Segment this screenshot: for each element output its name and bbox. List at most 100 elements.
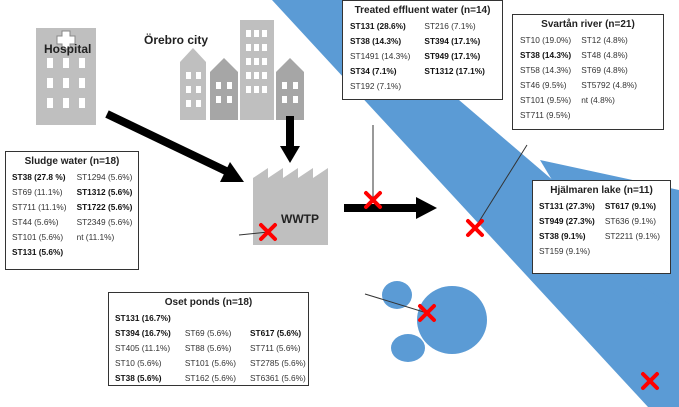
medical-cross-icon bbox=[56, 30, 76, 50]
st-row: ST101 (9.5%) nt (4.8%) bbox=[520, 95, 647, 110]
st-entry: ST48 (4.8%) bbox=[581, 50, 628, 60]
st-row: ST394 (16.7%) ST69 (5.6%) ST617 (5.6%) bbox=[115, 328, 320, 343]
st-row: ST46 (9.5%) ST5792 (4.8%) bbox=[520, 80, 647, 95]
sludge-info-box: Sludge water (n=18) ST38 (27.8 %) ST1294 … bbox=[5, 151, 139, 270]
sampling-marker-effluent bbox=[364, 191, 382, 209]
wwtp-label: WWTP bbox=[281, 212, 319, 226]
oset-title: Oset ponds (n=18) bbox=[164, 297, 253, 308]
effluent-info-box: Treated effluent water (n=14) ST131 (28.… bbox=[342, 0, 503, 100]
sludge-title: Sludge water (n=18) bbox=[24, 156, 120, 167]
st-row: ST131 (28.6%) ST216 (7.1%) bbox=[350, 21, 499, 36]
effluent-title: Treated effluent water (n=14) bbox=[354, 5, 491, 16]
st-entry: ST58 (14.3%) bbox=[520, 65, 572, 75]
st-row: ST10 (5.6%) ST101 (5.6%) ST2785 (5.6%) bbox=[115, 358, 320, 373]
st-row: ST38 (5.6%)ST162 (5.6%)ST6361 (5.6%) bbox=[115, 373, 320, 388]
svartan-title: Svartån river (n=21) bbox=[541, 19, 635, 30]
st-entry: ST101 (9.5%) bbox=[520, 95, 572, 105]
sampling-marker-svartan bbox=[466, 219, 484, 237]
st-entry: ST159 (9.1%) bbox=[539, 246, 591, 256]
sampling-marker-oset bbox=[418, 304, 436, 322]
st-entry: ST38 (9.1%) bbox=[539, 231, 586, 241]
effluent-st-table: ST131 (28.6%)ST216 (7.1%)ST38 (14.3%)ST3… bbox=[350, 21, 499, 96]
st-entry: ST192 (7.1%) bbox=[350, 81, 402, 91]
st-entry: ST101 (5.6%) bbox=[12, 232, 64, 242]
st-entry bbox=[77, 247, 143, 262]
st-entry: nt (4.8%) bbox=[581, 95, 615, 105]
st-entry: ST38 (5.6%) bbox=[115, 373, 162, 383]
st-entry: ST617 (9.1%) bbox=[604, 201, 656, 211]
sampling-marker-hjalmaren bbox=[641, 372, 659, 390]
hjalmaren-st-table: ST131 (27.3%)ST617 (9.1%)ST949 (27.3%)ST… bbox=[539, 201, 670, 261]
st-entry: ST46 (9.5%) bbox=[520, 80, 567, 90]
st-entry: ST10 (5.6%) bbox=[115, 358, 162, 368]
st-row: ST159 (9.1%) bbox=[539, 246, 670, 261]
st-entry: ST69 (4.8%) bbox=[581, 65, 628, 75]
st-entry: ST10 (19.0%) bbox=[520, 35, 572, 45]
st-row: ST711 (11.1%) ST1722 (5.6%) bbox=[12, 202, 142, 217]
hospital-building bbox=[36, 28, 96, 125]
svartan-st-table: ST10 (19.0%) ST12 (4.8%) ST38 (14.3%) ST48 … bbox=[520, 35, 647, 125]
st-entry: ST131 (16.7%) bbox=[115, 313, 171, 323]
st-entry: ST394 (16.7%) bbox=[115, 328, 171, 338]
st-entry: ST949 (17.1%) bbox=[424, 51, 481, 61]
st-entry: ST617 (5.6%) bbox=[250, 328, 302, 338]
hjalmaren-info-box: Hjälmaren lake (n=11) ST131 (27.3%)ST617… bbox=[532, 180, 671, 274]
st-entry: ST405 (11.1%) bbox=[115, 343, 171, 353]
svartan-info-box: Svartån river (n=21) ST10 (19.0%) ST12 (4… bbox=[512, 14, 664, 130]
st-row: ST131 (16.7%) bbox=[115, 313, 320, 328]
st-entry bbox=[185, 313, 250, 328]
st-entry: ST101 (5.6%) bbox=[184, 358, 236, 368]
st-row: ST38 (14.3%)ST394 (17.1%) bbox=[350, 36, 499, 51]
st-entry: ST2349 (5.6%) bbox=[76, 217, 133, 227]
st-row: ST58 (14.3%) ST69 (4.8%) bbox=[520, 65, 647, 80]
st-entry: ST131 (28.6%) bbox=[350, 21, 406, 31]
st-entry: ST69 (5.6%) bbox=[184, 328, 232, 338]
st-entry: ST1491 (14.3%) bbox=[350, 51, 411, 61]
st-entry: ST711 (11.1%) bbox=[12, 202, 67, 212]
st-entry bbox=[605, 246, 670, 261]
st-row: ST38 (27.8 %) ST1294 (5.6%) bbox=[12, 172, 142, 187]
st-entry: ST216 (7.1%) bbox=[424, 21, 476, 31]
leader-lines bbox=[238, 125, 528, 314]
st-entry: ST1294 (5.6%) bbox=[76, 172, 133, 182]
st-row: ST38 (9.1%) ST2211 (9.1%) bbox=[539, 231, 670, 246]
st-entry: ST34 (7.1%) bbox=[350, 66, 397, 76]
hospital-label: Hospital bbox=[44, 42, 92, 56]
st-entry: ST2785 (5.6%) bbox=[250, 358, 306, 368]
st-row: ST131 (5.6%) bbox=[12, 247, 142, 262]
oset-info-box: Oset ponds (n=18) ST131 (16.7%) ST394 (16… bbox=[108, 292, 309, 386]
river bbox=[272, 0, 679, 407]
city-label: Örebro city bbox=[144, 33, 209, 47]
st-entry: ST1312 (5.6%) bbox=[76, 187, 133, 197]
st-entry: ST88 (5.6%) bbox=[184, 343, 232, 353]
st-entry bbox=[424, 81, 498, 96]
st-entry: ST1312 (17.1%) bbox=[424, 66, 485, 76]
st-row: ST10 (19.0%) ST12 (4.8%) bbox=[520, 35, 647, 50]
sludge-st-table: ST38 (27.8 %)ST1294 (5.6%)ST69 (11.1%)ST… bbox=[12, 172, 142, 262]
sampling-marker-sludge bbox=[259, 223, 277, 241]
st-entry: ST711 (9.5%) bbox=[520, 110, 571, 120]
st-entry: ST1722 (5.6%) bbox=[76, 202, 133, 212]
pond bbox=[382, 281, 412, 309]
st-entry: ST949 (27.3%) bbox=[539, 216, 595, 226]
st-entry: ST38 (27.8 %) bbox=[12, 172, 66, 182]
st-row: ST34 (7.1%) ST1312 (17.1%) bbox=[350, 66, 499, 81]
st-entry: ST711 (5.6%) bbox=[250, 343, 301, 353]
st-entry: ST2211 (9.1%) bbox=[604, 231, 660, 241]
st-row: ST711 (9.5%) bbox=[520, 110, 647, 125]
st-row: ST192 (7.1%) bbox=[350, 81, 499, 96]
city-buildings bbox=[180, 20, 304, 120]
st-entry: ST38 (14.3%) bbox=[350, 36, 402, 46]
st-entry: ST12 (4.8%) bbox=[581, 35, 628, 45]
st-entry bbox=[250, 313, 320, 328]
st-entry: ST69 (11.1%) bbox=[12, 187, 63, 197]
st-entry bbox=[581, 110, 647, 125]
st-entry: ST162 (5.6%) bbox=[184, 373, 236, 383]
pond bbox=[391, 334, 425, 362]
st-entry: ST5792 (4.8%) bbox=[581, 80, 637, 90]
st-row: ST1491 (14.3%) ST949 (17.1%) bbox=[350, 51, 499, 66]
st-row: ST949 (27.3%)ST636 (9.1%) bbox=[539, 216, 670, 231]
st-row: ST405 (11.1%) ST88 (5.6%) ST711 (5.6%) bbox=[115, 343, 320, 358]
st-entry: ST38 (14.3%) bbox=[520, 50, 572, 60]
st-row: ST131 (27.3%)ST617 (9.1%) bbox=[539, 201, 670, 216]
